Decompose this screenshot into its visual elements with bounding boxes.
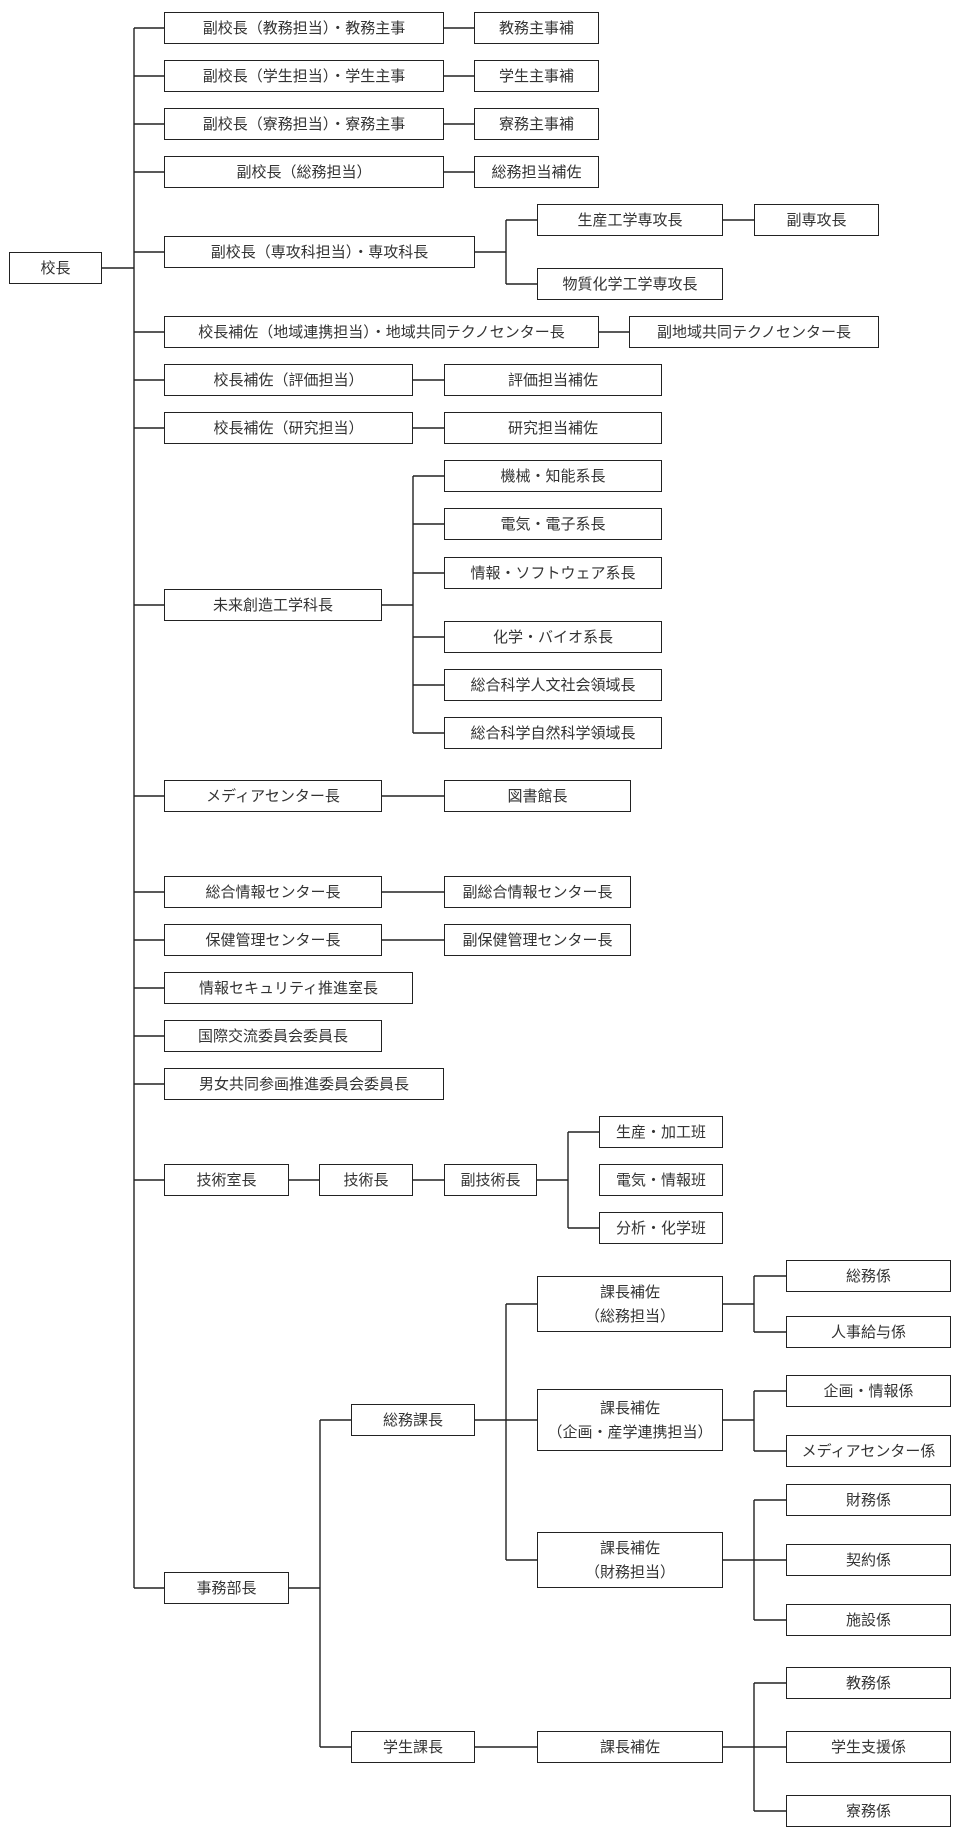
box-evaluation-assistant: 評価担当補佐	[444, 364, 662, 396]
box-information-software-head: 情報・ソフトウェア系長	[444, 557, 662, 589]
box-deputy-manager-finance-scope: （財務担当）	[584, 1563, 675, 1581]
box-dormitory-section: 寮務係	[786, 1795, 951, 1827]
box-electrical-info-team: 電気・情報班	[599, 1164, 723, 1196]
box-gender-equality-committee-chair: 男女共同参画推進委員会委員長	[164, 1068, 444, 1100]
box-media-center-section: メディアセンター係	[786, 1435, 951, 1467]
box-vice-principal-advanced-course: 副校長（専攻科担当）・専攻科長	[164, 236, 475, 268]
box-planning-info-section: 企画・情報係	[786, 1375, 951, 1407]
box-deputy-manager-planning-title: 課長補佐	[599, 1399, 660, 1417]
box-library-head: 図書館長	[444, 780, 631, 812]
box-deputy-manager-general-scope: （総務担当）	[584, 1307, 675, 1325]
box-assistant-evaluation: 校長補佐（評価担当）	[164, 364, 413, 396]
box-general-assistant: 総務担当補佐	[474, 156, 599, 188]
box-vice-technical-chief: 副技術長	[444, 1164, 537, 1196]
box-vice-techno-center-head: 副地域共同テクノセンター長	[629, 316, 879, 348]
box-admin-director: 事務部長	[164, 1572, 289, 1604]
box-facilities-section: 施設係	[786, 1604, 951, 1636]
box-student-support-section: 学生支援係	[786, 1731, 951, 1763]
box-general-affairs-manager: 総務課長	[351, 1404, 475, 1436]
box-deputy-manager-general-title: 課長補佐	[599, 1283, 660, 1301]
box-deputy-manager-planning-scope: （企画・産学連携担当）	[547, 1423, 713, 1441]
box-media-center-head: メディアセンター長	[164, 780, 382, 812]
box-international-committee-chair: 国際交流委員会委員長	[164, 1020, 382, 1052]
box-natural-sciences-head: 総合科学自然科学領域長	[444, 717, 662, 749]
box-deputy-manager-planning: 課長補佐 （企画・産学連携担当）	[537, 1389, 723, 1451]
box-info-center-head: 総合情報センター長	[164, 876, 382, 908]
box-analysis-chemistry-team: 分析・化学班	[599, 1212, 723, 1244]
box-personnel-payroll-section: 人事給与係	[786, 1316, 951, 1348]
box-assistant-research: 校長補佐（研究担当）	[164, 412, 413, 444]
box-student-assistant: 学生主事補	[474, 60, 599, 92]
box-security-office-head: 情報セキュリティ推進室長	[164, 972, 413, 1004]
box-deputy-manager-finance-title: 課長補佐	[599, 1539, 660, 1557]
box-vice-principal-dormitory: 副校長（寮務担当）・寮務主事	[164, 108, 444, 140]
box-academic-assistant: 教務主事補	[474, 12, 599, 44]
box-dormitory-assistant: 寮務主事補	[474, 108, 599, 140]
box-electrical-head: 電気・電子系長	[444, 508, 662, 540]
box-humanities-head: 総合科学人文社会領域長	[444, 669, 662, 701]
box-deputy-manager-general: 課長補佐 （総務担当）	[537, 1276, 723, 1332]
box-principal: 校長	[9, 252, 102, 284]
box-vice-principal-student: 副校長（学生担当）・学生主事	[164, 60, 444, 92]
box-chemistry-bio-head: 化学・バイオ系長	[444, 621, 662, 653]
box-vice-major-head: 副専攻長	[754, 204, 879, 236]
box-assistant-regional-cooperation: 校長補佐（地域連携担当）・地域共同テクノセンター長	[164, 316, 599, 348]
box-production-engineering-head: 生産工学専攻長	[537, 204, 723, 236]
box-deputy-manager-finance: 課長補佐 （財務担当）	[537, 1532, 723, 1588]
box-materials-chemistry-head: 物質化学工学専攻長	[537, 268, 723, 300]
box-vice-principal-general: 副校長（総務担当）	[164, 156, 444, 188]
box-vice-info-center-head: 副総合情報センター長	[444, 876, 631, 908]
box-contract-section: 契約係	[786, 1544, 951, 1576]
box-future-engineering-head: 未来創造工学科長	[164, 589, 382, 621]
box-technical-chief: 技術長	[319, 1164, 413, 1196]
box-mechanical-head: 機械・知能系長	[444, 460, 662, 492]
box-student-affairs-manager: 学生課長	[351, 1731, 475, 1763]
box-research-assistant: 研究担当補佐	[444, 412, 662, 444]
box-health-center-head: 保健管理センター長	[164, 924, 382, 956]
box-academic-section: 教務係	[786, 1667, 951, 1699]
box-general-affairs-section: 総務係	[786, 1260, 951, 1292]
box-finance-section: 財務係	[786, 1484, 951, 1516]
box-technical-office-head: 技術室長	[164, 1164, 289, 1196]
box-vice-principal-academic: 副校長（教務担当）・教務主事	[164, 12, 444, 44]
box-production-team: 生産・加工班	[599, 1116, 723, 1148]
box-vice-health-center-head: 副保健管理センター長	[444, 924, 631, 956]
box-deputy-manager-student: 課長補佐	[537, 1731, 723, 1763]
